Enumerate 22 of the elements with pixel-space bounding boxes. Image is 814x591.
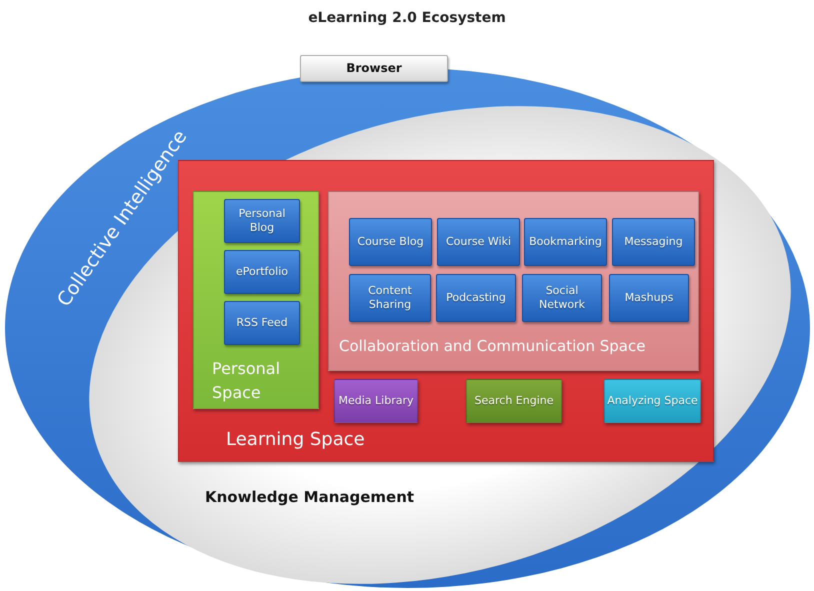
tool-box: RSS Feed — [224, 301, 300, 345]
tool-box: Media Library — [334, 379, 418, 423]
region-label: Collaboration and Communication Space — [339, 337, 646, 355]
tool-box: Course Wiki — [437, 218, 520, 266]
tool-box: Personal Blog — [224, 199, 300, 243]
tool-box: ePortfolio — [224, 250, 300, 294]
tool-box: Bookmarking — [524, 218, 607, 266]
collaboration-panel — [328, 191, 699, 371]
tool-box: Social Network — [522, 274, 602, 322]
tool-box: Messaging — [612, 218, 695, 266]
tool-box: Mashups — [609, 274, 689, 322]
region-label: Personal Space — [212, 358, 282, 404]
region-label: Learning Space — [226, 429, 365, 450]
tool-box: Analyzing Space — [604, 379, 701, 423]
tool-box: Podcasting — [436, 274, 516, 322]
tool-box: Course Blog — [349, 218, 432, 266]
region-label: Knowledge Management — [205, 488, 414, 506]
diagram-title: eLearning 2.0 Ecosystem — [307, 10, 507, 26]
browser-tab: Browser — [300, 55, 448, 82]
tool-box: Content Sharing — [349, 274, 431, 322]
tool-box: Search Engine — [466, 379, 562, 423]
personal-space-panel — [193, 191, 319, 409]
